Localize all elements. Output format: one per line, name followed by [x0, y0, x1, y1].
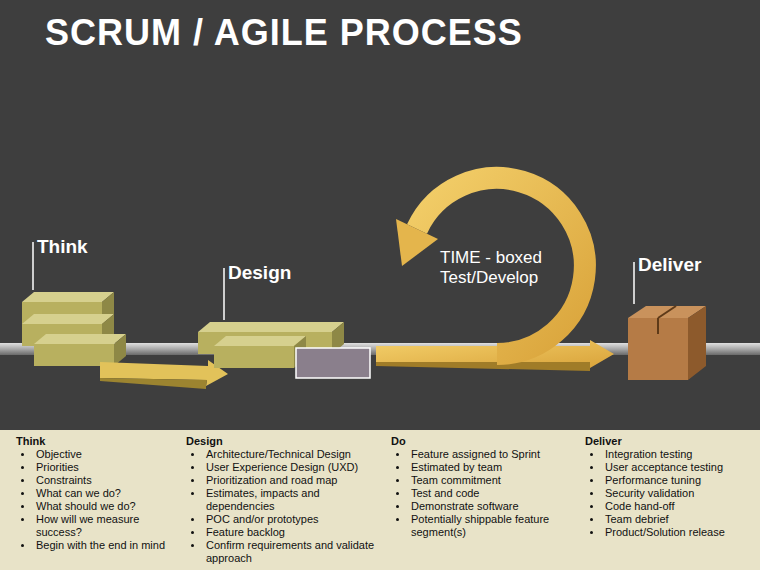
- list-item: Team debrief: [585, 513, 755, 526]
- prototype-box: [296, 348, 370, 378]
- list-item: Estimates, impacts and dependencies: [186, 487, 389, 513]
- list-item: Estimated by team: [391, 461, 583, 474]
- bullet: [21, 479, 24, 482]
- bullet: [590, 505, 593, 508]
- info-column: ThinkObjectivePrioritiesConstraintsWhat …: [16, 435, 184, 552]
- list-item: Feature assigned to Sprint: [391, 448, 583, 461]
- bullet: [396, 453, 399, 456]
- list-item: Demonstrate software: [391, 500, 583, 513]
- list-item: User Experience Design (UXD): [186, 461, 389, 474]
- bullet: [590, 479, 593, 482]
- bullet: [21, 453, 24, 456]
- stage-label: Design: [228, 262, 291, 284]
- bullet: [191, 492, 194, 495]
- list-item: Begin with the end in mind: [16, 539, 184, 552]
- title: SCRUM / AGILE PROCESS: [45, 12, 523, 54]
- bullet: [396, 518, 399, 521]
- list-item: Potentially shippable feature segment(s): [391, 513, 583, 539]
- bullet: [590, 492, 593, 495]
- column-heading: Deliver: [585, 435, 755, 448]
- loop-label: TIME - boxed Test/Develop: [440, 248, 552, 288]
- list-item: Performance tuning: [585, 474, 755, 487]
- bullet: [191, 479, 194, 482]
- list-item: Confirm requirements and validate approa…: [186, 539, 389, 565]
- list-item: Objective: [16, 448, 184, 461]
- info-band: ThinkObjectivePrioritiesConstraintsWhat …: [0, 430, 760, 570]
- leader-lines: [33, 242, 634, 320]
- list-item: Architecture/Technical Design: [186, 448, 389, 461]
- sprint-arrow: [376, 340, 614, 371]
- think-arrow: [100, 360, 228, 389]
- list-item: What should we do?: [16, 500, 184, 513]
- delivery-box: [628, 306, 706, 380]
- list-item: Test and code: [391, 487, 583, 500]
- stage-label: Think: [37, 236, 88, 258]
- bullet: [590, 531, 593, 534]
- bullet: [590, 453, 593, 456]
- bullet: [396, 505, 399, 508]
- bullet: [21, 466, 24, 469]
- bullet: [21, 492, 24, 495]
- list-item: Feature backlog: [186, 526, 389, 539]
- info-column: DesignArchitecture/Technical DesignUser …: [186, 435, 389, 565]
- bullet: [191, 466, 194, 469]
- info-column: DeliverIntegration testingUser acceptanc…: [585, 435, 755, 539]
- list-item: Integration testing: [585, 448, 755, 461]
- list-item: What can we do?: [16, 487, 184, 500]
- list-item: Security validation: [585, 487, 755, 500]
- list-item: Product/Solution release: [585, 526, 755, 539]
- column-heading: Do: [391, 435, 583, 448]
- column-heading: Think: [16, 435, 184, 448]
- list-item: Constraints: [16, 474, 184, 487]
- column-heading: Design: [186, 435, 389, 448]
- bullet: [21, 544, 24, 547]
- stage-label: Deliver: [638, 254, 701, 276]
- bullet: [396, 492, 399, 495]
- list-item: How will we measure success?: [16, 513, 184, 539]
- bullet: [191, 531, 194, 534]
- bullet: [590, 518, 593, 521]
- list-item: POC and/or prototypes: [186, 513, 389, 526]
- bullet: [191, 544, 194, 547]
- iteration-loop: [396, 178, 585, 354]
- list-item: Priorities: [16, 461, 184, 474]
- bullet: [191, 518, 194, 521]
- list-item: Team commitment: [391, 474, 583, 487]
- bullet: [590, 466, 593, 469]
- info-column: DoFeature assigned to SprintEstimated by…: [391, 435, 583, 539]
- bullet: [396, 466, 399, 469]
- bullet: [396, 479, 399, 482]
- bullet: [21, 505, 24, 508]
- think-blocks: [22, 292, 126, 366]
- list-item: User acceptance testing: [585, 461, 755, 474]
- bullet: [21, 518, 24, 521]
- bullet: [191, 453, 194, 456]
- list-item: Code hand-off: [585, 500, 755, 513]
- list-item: Prioritization and road map: [186, 474, 389, 487]
